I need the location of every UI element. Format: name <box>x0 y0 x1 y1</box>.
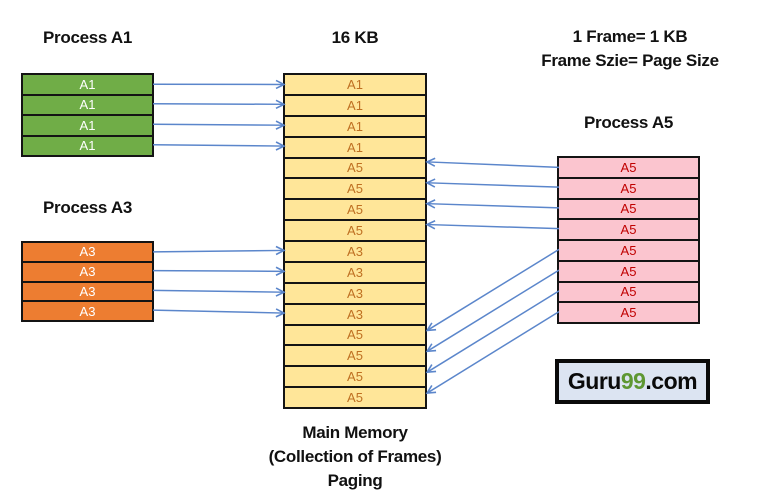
logo-text-99: 99 <box>620 368 646 394</box>
memory-frame-cell: A3 <box>285 240 425 261</box>
memory-frame-cell: A5 <box>285 156 425 178</box>
process-a1-page-cell: A1 <box>23 114 152 135</box>
mapping-arrow-a3-p3-f11 <box>152 308 286 318</box>
memory-caption-line2: (Collection of Frames) <box>268 447 442 466</box>
process-a5-page-cell: A5 <box>559 176 698 198</box>
mapping-arrow-a3-p2-f10 <box>152 287 286 297</box>
process-a3-page-cell: A3 <box>23 260 152 281</box>
memory-frame-cell: A5 <box>285 198 425 219</box>
process-a1-page-cell: A1 <box>23 134 152 156</box>
mapping-arrow-a1-p1-f1 <box>152 99 286 109</box>
mapping-arrow-a1-p3-f3 <box>152 141 286 151</box>
mapping-arrow-a5-p0-f4 <box>425 157 560 169</box>
memory-frame-cell: A3 <box>285 260 425 282</box>
memory-frame-cell: A1 <box>285 114 425 136</box>
memory-frame-cell: A3 <box>285 302 425 324</box>
process-a5-page-cell: A5 <box>559 259 698 281</box>
process-a5-title: Process A5 <box>584 113 673 132</box>
memory-frame-cell: A5 <box>285 386 425 407</box>
process-a3-page-cell: A3 <box>23 280 152 301</box>
memory-frame-cell: A5 <box>285 219 425 240</box>
process-a5-page-cell: A5 <box>559 280 698 302</box>
frame-note-line2: Frame Szie= Page Size <box>541 51 719 70</box>
process-a1-title: Process A1 <box>43 28 132 47</box>
memory-frame-cell: A1 <box>285 93 425 115</box>
mapping-arrow-a5-p7-f15 <box>425 310 560 395</box>
process-a1-page-cell: A1 <box>23 93 152 115</box>
memory-size-title: 16 KB <box>331 28 379 47</box>
process-a1-page-cell: A1 <box>79 76 96 92</box>
process-a3-page-cell: A3 <box>79 244 96 260</box>
logo-text-com: .com <box>645 368 698 394</box>
mapping-arrow-a5-p4-f12 <box>425 248 560 332</box>
process-a5-page-cell: A5 <box>559 197 698 219</box>
process-a5-page-cell: A5 <box>559 239 698 260</box>
memory-frame-cell: A5 <box>285 365 425 386</box>
process-a5-page-cell: A5 <box>559 218 698 239</box>
mapping-arrow-a5-p1-f5 <box>425 178 560 188</box>
mapping-arrow-a5-p2-f6 <box>425 199 560 209</box>
memory-frame-cell: A1 <box>285 135 425 157</box>
memory-frame-cell: A5 <box>285 323 425 345</box>
mapping-arrow-a5-p6-f14 <box>425 290 560 374</box>
logo-text-guru: Guru <box>567 368 621 394</box>
memory-caption-line1: Main Memory <box>302 423 408 442</box>
mapping-arrow-a5-p5-f13 <box>425 269 560 353</box>
mapping-arrow-a3-p1-f9 <box>152 266 286 276</box>
memory-frame-cell: A1 <box>347 76 363 92</box>
memory-frame-cell: A5 <box>285 344 425 365</box>
memory-frame-cell: A3 <box>285 281 425 303</box>
frame-note-line1: 1 Frame= 1 KB <box>572 27 688 46</box>
mapping-arrow-a5-p3-f7 <box>425 220 560 230</box>
process-a3-title: Process A3 <box>43 198 132 217</box>
process-a3-page-cell: A3 <box>23 300 152 320</box>
mapping-arrow-a1-p2-f2 <box>152 120 286 130</box>
mapping-arrow-a3-p0-f8 <box>152 245 286 256</box>
process-a5-page-cell: A5 <box>620 159 637 175</box>
process-a5-page-cell: A5 <box>559 301 698 322</box>
memory-frame-cell: A5 <box>285 177 425 198</box>
memory-caption-line3: Paging <box>327 471 383 490</box>
